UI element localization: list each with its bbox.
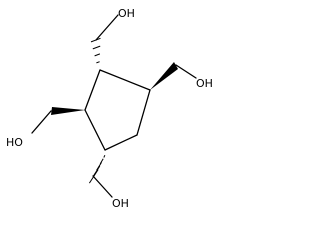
chemical-structure: OH OH HO OH bbox=[6, 7, 213, 210]
ring-bond-c1-c2 bbox=[99, 69, 151, 91]
bond-ch2-oh-right bbox=[175, 64, 197, 79]
wedge-bond-c5-ch2 bbox=[51, 107, 85, 115]
ho-left-label: HO bbox=[6, 136, 23, 149]
ring-bond-c5-c1 bbox=[84, 69, 101, 111]
ring-bond-c4-c5 bbox=[84, 109, 106, 151]
structure-canvas: OH OH HO OH bbox=[6, 7, 213, 210]
bond-ch2-oh-top bbox=[95, 14, 119, 41]
oh-bottom-label: OH bbox=[112, 197, 129, 210]
oh-right-label: OH bbox=[196, 77, 213, 90]
oh-top-label: OH bbox=[118, 7, 135, 20]
ring-bond-c3-c4 bbox=[104, 134, 138, 151]
bond-ch2-ho-left bbox=[31, 110, 52, 134]
wedge-bond-c2-ch2 bbox=[150, 62, 178, 90]
bond-ch2-oh-bottom bbox=[92, 175, 113, 198]
hashed-bond-c1-ch2 bbox=[90, 37, 101, 64]
ring-bond-c2-c3 bbox=[136, 89, 151, 136]
hashed-bond-c4-ch2 bbox=[88, 154, 106, 184]
